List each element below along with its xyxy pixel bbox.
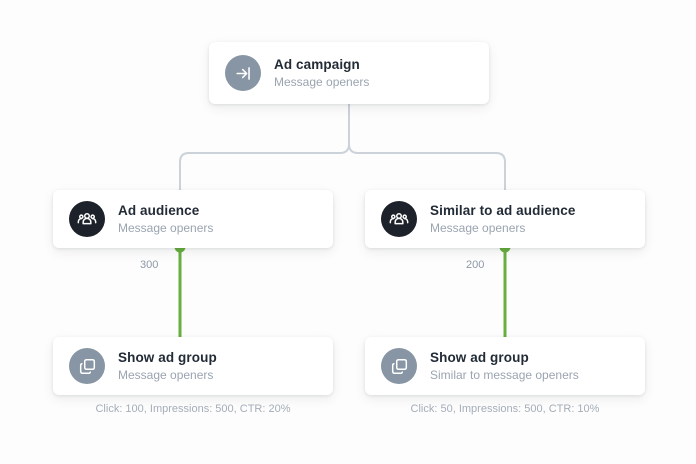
metrics-left: Click: 100, Impressions: 500, CTR: 20% [95,403,291,415]
node-similar-to-ad-audience-text: Similar to ad audience Message openers [430,202,576,236]
login-arrow-icon [225,55,261,91]
node-title: Show ad group [430,350,529,365]
people-group-icon [381,201,417,237]
node-subtitle: Similar to message openers [430,368,579,382]
node-ad-audience-text: Ad audience Message openers [118,202,213,236]
edge-campaign-to-ad-audience [179,103,350,191]
copy-layers-icon [381,348,417,384]
node-subtitle: Message openers [118,221,214,235]
node-title: Similar to ad audience [430,203,576,218]
edge-label-right: 200 [466,259,485,271]
node-title: Ad audience [118,203,200,218]
node-ad-audience[interactable]: Ad audience Message openers [53,190,333,248]
node-similar-to-ad-audience[interactable]: Similar to ad audience Message openers [365,190,645,248]
node-subtitle: Message openers [118,368,214,382]
node-ad-campaign[interactable]: Ad campaign Message openers [209,42,489,104]
edge-campaign-to-similar-audience [348,103,506,191]
edge-label-left: 300 [140,259,159,271]
node-show-ad-group-left-text: Show ad group Message openers [118,349,217,383]
people-group-icon [69,201,105,237]
node-title: Show ad group [118,350,217,365]
node-show-ad-group-right[interactable]: Show ad group Similar to message openers [365,337,645,395]
copy-layers-icon [69,348,105,384]
node-ad-campaign-text: Ad campaign Message openers [274,56,369,90]
node-subtitle: Message openers [274,75,370,89]
node-title: Ad campaign [274,57,360,72]
node-show-ad-group-right-text: Show ad group Similar to message openers [430,349,579,383]
node-subtitle: Message openers [430,221,526,235]
node-show-ad-group-left[interactable]: Show ad group Message openers [53,337,333,395]
metrics-right: Click: 50, Impressions: 500, CTR: 10% [410,403,600,415]
